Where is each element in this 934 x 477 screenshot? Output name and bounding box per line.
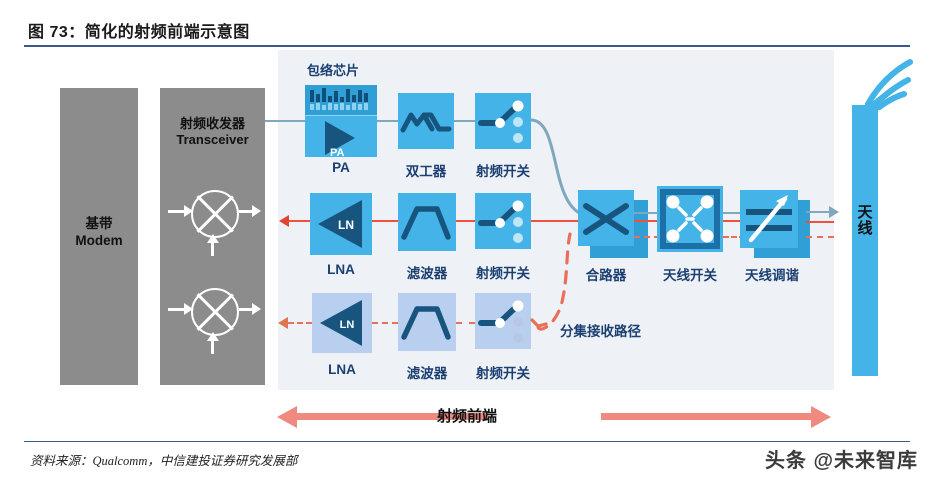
rf-frontend-bracket-label: 射频前端 xyxy=(436,408,497,425)
mixer-icon-rx xyxy=(191,288,239,336)
rx-line-switch-combiner xyxy=(531,220,578,222)
mixer-out-arrow-1 xyxy=(252,205,261,217)
svg-text:LN: LN xyxy=(340,319,355,331)
mixer-in-line-1 xyxy=(168,210,185,213)
rx-line-lna-filter xyxy=(372,220,398,222)
svg-text:LN: LN xyxy=(338,218,354,232)
antenna-waves-icon xyxy=(865,59,913,110)
antenna-switch-label: 天线开关 xyxy=(663,268,717,283)
tx-line-tuner-antenna xyxy=(806,211,830,213)
rx-line-tuner-antenna xyxy=(806,221,834,223)
rx-line-combiner-antswitch xyxy=(634,220,660,222)
mixer-out-line-1 xyxy=(239,210,254,213)
antenna-switch-icon xyxy=(660,189,720,249)
mixer-in-arrow-1 xyxy=(184,205,193,217)
combiner-cross-icon xyxy=(583,203,629,235)
rf-switch-diversity-label: 射频开关 xyxy=(476,366,530,381)
lna-triangle-icon: LN xyxy=(320,300,362,346)
power-amplifier-label: PA xyxy=(332,160,350,175)
diversity-feed-arrow xyxy=(278,317,288,329)
mixer-lo-arrow-2 xyxy=(207,332,219,341)
mixer-lo-line-1 xyxy=(211,240,214,256)
mixer-out-line-2 xyxy=(239,308,254,311)
combiner-block xyxy=(578,190,634,246)
filter-trapezoid-icon xyxy=(401,306,451,340)
tx-line-pa-duplexer xyxy=(377,120,398,122)
duplexer-double-hump-icon xyxy=(400,112,452,133)
rf-frontend-arrow-right-line xyxy=(601,413,812,420)
rf-switch-icon xyxy=(478,300,524,343)
filter-trapezoid-icon xyxy=(401,206,451,240)
lna-diversity-label: LNA xyxy=(328,362,356,377)
mixer-in-arrow-2 xyxy=(184,303,193,315)
mixer-lo-line-2 xyxy=(211,338,214,354)
filter-diversity-label: 滤波器 xyxy=(406,366,448,381)
rf-switch-rx-block xyxy=(475,193,531,249)
mixer-in-line-2 xyxy=(168,308,185,311)
diversity-feed-line xyxy=(288,322,312,324)
rx-feed-line xyxy=(288,220,310,222)
mixer-icon-tx xyxy=(191,190,239,238)
filter-block xyxy=(398,193,456,251)
watermark: 头条 @未来智库 xyxy=(764,450,918,472)
duplexer-block xyxy=(398,93,454,149)
lna-block: LN xyxy=(310,193,372,255)
mixer-lo-arrow-1 xyxy=(207,234,219,243)
lna-diversity-block: LN xyxy=(312,293,372,353)
filter-diversity-block xyxy=(398,293,456,351)
page-title: 图 73：简化的射频前端示意图 xyxy=(28,24,250,41)
tx-feed-line xyxy=(265,120,309,122)
diversity-line-lna-filter xyxy=(372,322,398,324)
lna-triangle-icon: LN xyxy=(318,200,362,248)
rf-transceiver-block: 射频收发器 Transceiver xyxy=(160,88,265,385)
antenna-switch-block xyxy=(657,186,723,252)
envelope-tracking-chip-icon xyxy=(305,85,377,116)
rf-switch-tx-block xyxy=(475,93,531,149)
source-note: 资料来源：Qualcomm，中信建投证券研究发展部 xyxy=(30,454,298,468)
diversity-line-filter-switch xyxy=(456,322,475,324)
tx-line-combiner-antswitch xyxy=(634,212,660,214)
baseband-modem-label: 基带 Modem xyxy=(75,216,123,248)
rx-line-antswitch-tuner xyxy=(723,220,745,222)
antenna-label: 天 线 xyxy=(857,204,873,237)
combiner-label: 合路器 xyxy=(585,268,627,283)
amplifier-triangle-icon xyxy=(325,121,355,155)
antenna-block xyxy=(852,105,878,376)
diversity-line-combiner-antswitch xyxy=(634,236,660,238)
power-amplifier-block: PA xyxy=(305,85,377,159)
rf-switch-icon xyxy=(478,200,524,243)
pa-inner-label: PA xyxy=(330,147,345,159)
tx-line-duplexer-switch xyxy=(454,120,475,122)
filter-label: 滤波器 xyxy=(406,266,448,281)
rx-feed-arrow xyxy=(279,215,289,227)
footer-divider xyxy=(24,441,910,442)
antenna-tuner-block xyxy=(740,190,798,248)
rf-switch-tx-label: 射频开关 xyxy=(476,164,530,179)
diversity-line-tuner-antenna xyxy=(806,236,834,238)
rf-switch-rx-label: 射频开关 xyxy=(476,266,530,281)
duplexer-label: 双工器 xyxy=(405,164,447,179)
antenna-tuner-label: 天线调谐 xyxy=(745,268,799,283)
rf-frontend-arrow-left-head xyxy=(277,406,297,428)
title-divider xyxy=(24,45,910,47)
mixer-out-arrow-2 xyxy=(252,303,261,315)
rf-frontend-arrow-left-line xyxy=(296,413,488,420)
envelope-chip-label: 包络芯片 xyxy=(307,63,360,78)
variable-capacitor-icon xyxy=(746,195,792,243)
rf-switch-diversity-block xyxy=(475,293,531,349)
lna-label: LNA xyxy=(327,262,355,277)
rf-switch-icon xyxy=(478,100,524,143)
baseband-modem-block: 基带 Modem xyxy=(60,88,138,385)
diversity-line-antswitch-tuner xyxy=(723,236,745,238)
tx-to-combiner-curve xyxy=(530,118,589,218)
rf-frontend-arrow-right-head xyxy=(811,406,831,428)
diversity-path-label: 分集接收路径 xyxy=(560,324,641,339)
diversity-to-combiner-curve xyxy=(530,232,572,331)
tx-line-antswitch-tuner xyxy=(723,212,745,214)
rx-line-filter-switch xyxy=(456,220,475,222)
rf-transceiver-label: 射频收发器 Transceiver xyxy=(176,116,249,148)
tx-antenna-arrow xyxy=(829,206,839,218)
